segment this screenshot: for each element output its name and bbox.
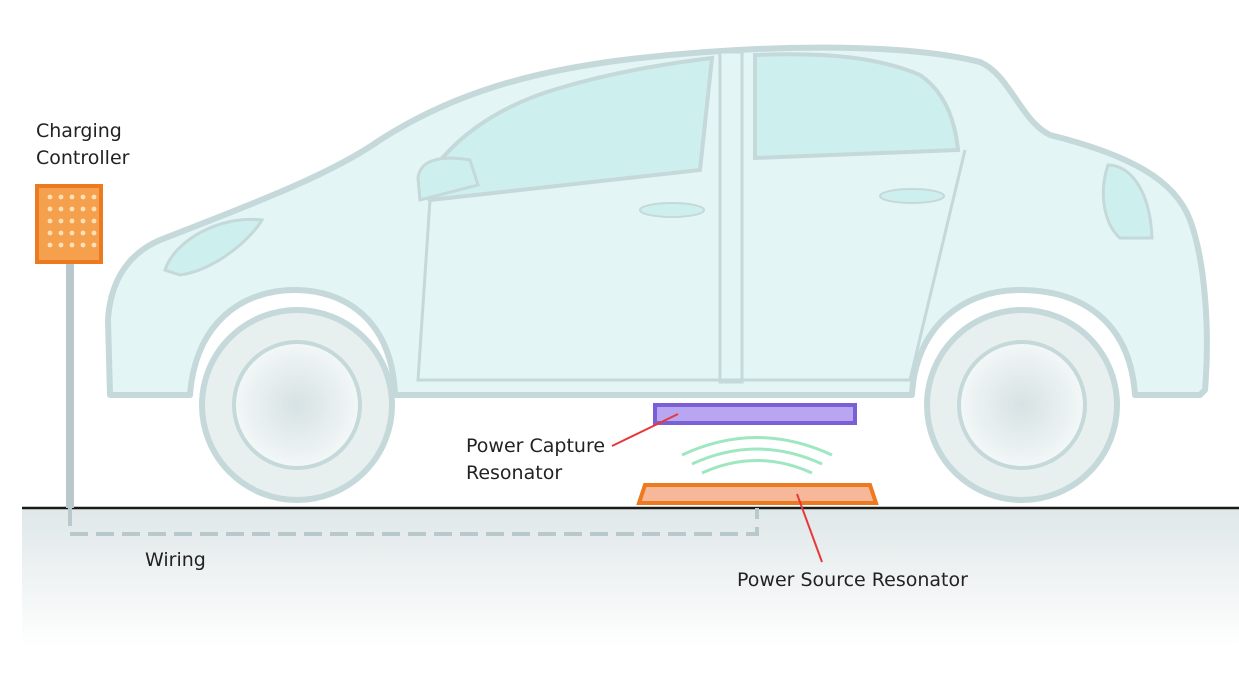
rear-door-handle — [639, 202, 705, 218]
charging-controller-label: Charging Controller — [36, 118, 129, 172]
headlight — [1101, 163, 1154, 240]
power-source-resonator-label: Power Source Resonator — [737, 569, 968, 591]
controller-pole — [66, 262, 74, 508]
controller-led-grid — [47, 194, 97, 248]
b-pillar — [718, 50, 744, 384]
front-door-handle — [879, 188, 945, 204]
label-line: Charging — [36, 120, 122, 142]
rear-light — [163, 217, 265, 277]
wiring-label: Wiring — [145, 549, 206, 571]
energy-waves — [681, 436, 833, 475]
buried-wire — [68, 508, 759, 536]
label-line: Controller — [36, 147, 130, 169]
capture-leader-line — [611, 413, 679, 447]
label-line: Resonator — [466, 462, 563, 484]
power-source-resonator — [636, 483, 879, 505]
side-mirror — [416, 156, 480, 202]
label-line: Power Capture — [466, 435, 606, 457]
ground-area — [22, 508, 1239, 648]
source-leader-line — [796, 493, 823, 563]
power-capture-resonator — [653, 403, 857, 425]
front-window — [753, 52, 961, 161]
door-lines — [416, 149, 967, 382]
front-wheel — [924, 307, 1120, 503]
power-capture-resonator-label: Power Capture Resonator — [466, 433, 605, 487]
rear-window — [417, 55, 715, 203]
rear-wheel — [199, 307, 395, 503]
wiring — [66, 262, 759, 536]
car — [105, 44, 1210, 503]
charging-controller — [35, 184, 103, 264]
